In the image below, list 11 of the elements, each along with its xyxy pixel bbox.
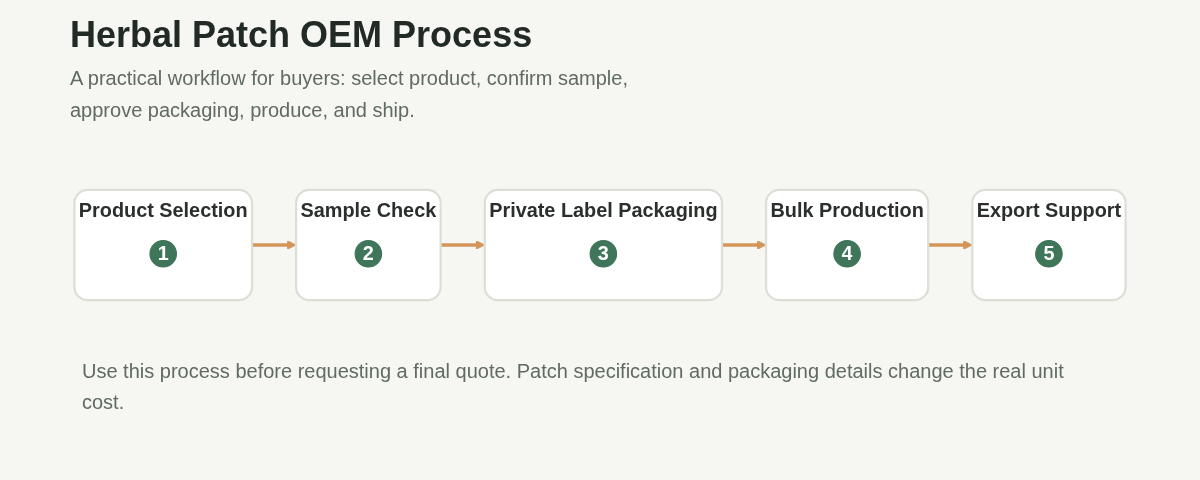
node-circle: 2: [354, 240, 383, 268]
arrow: [721, 240, 767, 250]
node-circle: 5: [1035, 240, 1063, 268]
node-circle: 1: [149, 240, 177, 268]
arrow: [928, 240, 973, 250]
node-circle: 3: [589, 240, 618, 268]
arrow: [252, 240, 297, 250]
subtitle: A practical workflow for buyers: select product, confirm sample, approve packaging, produce, and ship.: [70, 66, 629, 123]
node-circle: 4: [833, 240, 861, 268]
title: Herbal Patch OEM Process: [70, 14, 533, 56]
caption: Use this process before requesting a final quote. Patch specification and packaging details change the real unit cost.: [82, 359, 1065, 415]
